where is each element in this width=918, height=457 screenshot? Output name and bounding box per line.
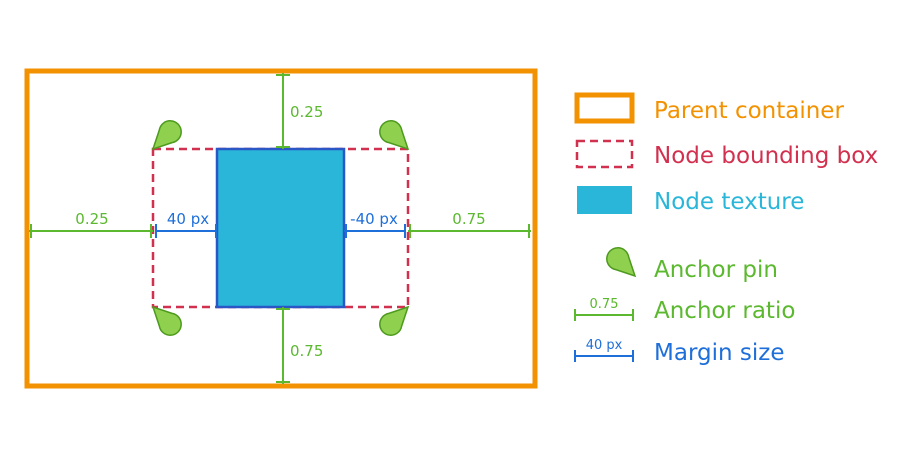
anchor-pin-bottom-left <box>151 305 182 336</box>
legend-texture-swatch <box>577 186 632 214</box>
ratio-label-bottom: 0.75 <box>290 342 323 360</box>
margin-lines <box>155 224 406 238</box>
legend-anchor-pin-label: Anchor pin <box>654 257 778 283</box>
anchor-pin-top-left <box>151 120 182 151</box>
ratio-label-top: 0.25 <box>290 103 323 121</box>
ratio-label-left: 0.25 <box>75 210 108 228</box>
ratio-label-right: 0.75 <box>452 210 485 228</box>
margin-label-left: 40 px <box>167 210 209 228</box>
margin-size-icon <box>574 350 634 362</box>
legend-anchor-ratio-sample: 0.75 <box>590 297 619 312</box>
anchor-pin-top-right <box>379 120 410 151</box>
legend-parent-label: Parent container <box>654 98 844 124</box>
legend-anchor-ratio-label: Anchor ratio <box>654 298 795 324</box>
anchor-pin-bottom-right <box>379 305 410 336</box>
anchor-ratio-icon <box>574 309 634 321</box>
anchor-pin-icon <box>606 247 637 278</box>
legend-parent-swatch <box>574 92 635 124</box>
parent-container <box>24 68 538 389</box>
anchor-ratio-lines <box>29 73 531 384</box>
legend-margin-size-label: Margin size <box>654 340 784 366</box>
margin-label-right: -40 px <box>350 210 398 228</box>
legend-bbox-label: Node bounding box <box>654 143 878 169</box>
legend: Parent container Node bounding box Node … <box>574 92 878 366</box>
legend-texture-label: Node texture <box>654 189 804 215</box>
legend-margin-size-sample: 40 px <box>586 338 623 353</box>
node-texture <box>215 147 346 309</box>
legend-bbox-swatch <box>575 139 634 169</box>
